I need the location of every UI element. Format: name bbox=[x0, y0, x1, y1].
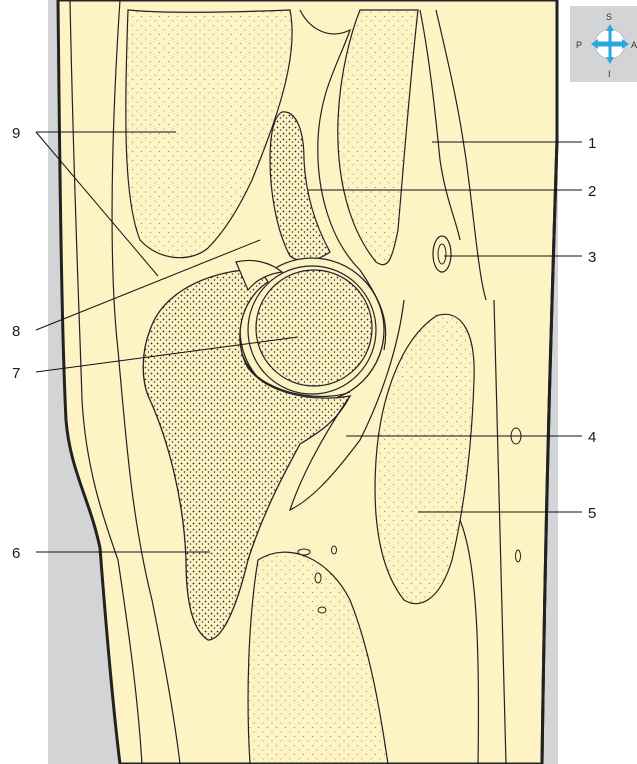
label-4: 4 bbox=[588, 429, 596, 446]
vessel-oval bbox=[433, 236, 451, 272]
label-5: 5 bbox=[588, 505, 596, 522]
small-vessel-a bbox=[298, 549, 310, 555]
small-vessel-d bbox=[318, 607, 326, 613]
orientation-superior: S bbox=[606, 12, 612, 22]
small-vessel-b bbox=[315, 573, 321, 583]
label-1: 1 bbox=[588, 135, 596, 152]
label-8: 8 bbox=[12, 323, 20, 340]
label-3: 3 bbox=[588, 249, 596, 266]
orientation-compass: S P A I bbox=[570, 6, 637, 82]
label-6: 6 bbox=[12, 545, 20, 562]
small-oval-2 bbox=[516, 550, 521, 562]
label-9: 9 bbox=[12, 125, 20, 142]
femoral-condyle bbox=[256, 270, 372, 386]
small-vessel-c bbox=[332, 546, 337, 554]
orientation-posterior: P bbox=[576, 40, 582, 50]
orientation-inferior: I bbox=[608, 69, 611, 79]
label-2: 2 bbox=[588, 183, 596, 200]
label-7: 7 bbox=[12, 365, 20, 382]
orientation-anterior: A bbox=[631, 40, 637, 50]
